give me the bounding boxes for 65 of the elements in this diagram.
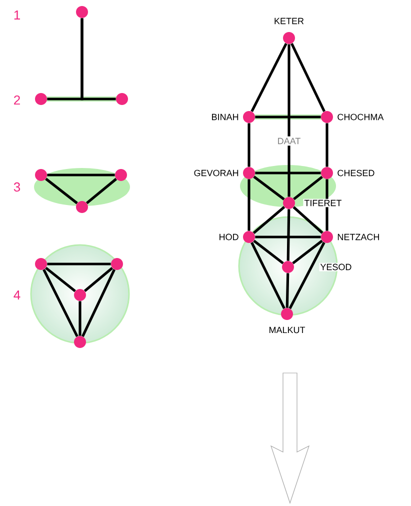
dot xyxy=(115,169,127,181)
node-label: MALKUT xyxy=(268,326,306,334)
step-number: 1 xyxy=(14,10,20,20)
dot xyxy=(281,308,293,320)
dot xyxy=(76,6,88,18)
dot xyxy=(35,169,47,181)
dot xyxy=(283,197,295,209)
dot xyxy=(35,258,47,270)
dot xyxy=(243,231,255,243)
step-number: 3 xyxy=(14,182,20,192)
connector-line xyxy=(42,268,78,338)
connector-line xyxy=(292,240,323,264)
connector-line xyxy=(86,178,118,204)
dot xyxy=(243,167,255,179)
dot xyxy=(321,111,333,123)
connector-line xyxy=(288,44,290,197)
connector-line xyxy=(286,273,290,308)
connector-line xyxy=(255,116,321,118)
connector-line xyxy=(290,43,326,112)
connector-line xyxy=(248,123,250,167)
connector-line xyxy=(255,236,321,238)
node-label: TIFERET xyxy=(303,198,343,208)
connector-line xyxy=(47,262,111,266)
node-label: YESOD xyxy=(319,262,353,272)
connector-line xyxy=(288,242,326,310)
connector-line xyxy=(253,176,285,200)
dot xyxy=(74,289,86,301)
node-label: GEVORAH xyxy=(192,168,240,178)
connector-line xyxy=(80,18,116,100)
connector-line xyxy=(248,179,250,231)
node-label: BINAH xyxy=(210,112,240,122)
dot xyxy=(243,111,255,123)
connector-line xyxy=(81,269,116,337)
dot xyxy=(321,167,333,179)
dot xyxy=(76,201,88,213)
connector-line xyxy=(45,266,76,292)
connector-line xyxy=(293,176,323,200)
connector-line xyxy=(250,42,288,112)
connector-line xyxy=(292,206,324,234)
dot xyxy=(35,93,47,105)
dot xyxy=(321,231,333,243)
node-label: HOD xyxy=(218,232,240,242)
dot xyxy=(116,93,128,105)
node-label: KETER xyxy=(273,16,305,26)
node-label: CHOCHMA xyxy=(336,112,385,122)
connector-line xyxy=(47,174,115,176)
dot xyxy=(111,258,123,270)
connector-line xyxy=(326,179,328,231)
dot xyxy=(282,261,294,273)
dot xyxy=(283,32,295,44)
dot xyxy=(74,336,86,348)
connector-line xyxy=(84,266,114,292)
connector-line xyxy=(252,206,286,234)
step-number: 4 xyxy=(14,290,20,300)
connector-line xyxy=(45,178,78,204)
node-label: CHESED xyxy=(336,168,376,178)
connector-line xyxy=(78,301,82,336)
connector-line xyxy=(255,172,321,174)
node-label: DAAT xyxy=(276,136,302,146)
node-label: NETZACH xyxy=(336,232,381,242)
connector-line xyxy=(286,209,290,261)
step-number: 2 xyxy=(14,95,20,105)
connector-line xyxy=(250,242,286,310)
connector-line xyxy=(326,123,328,167)
connector-line xyxy=(253,240,284,264)
